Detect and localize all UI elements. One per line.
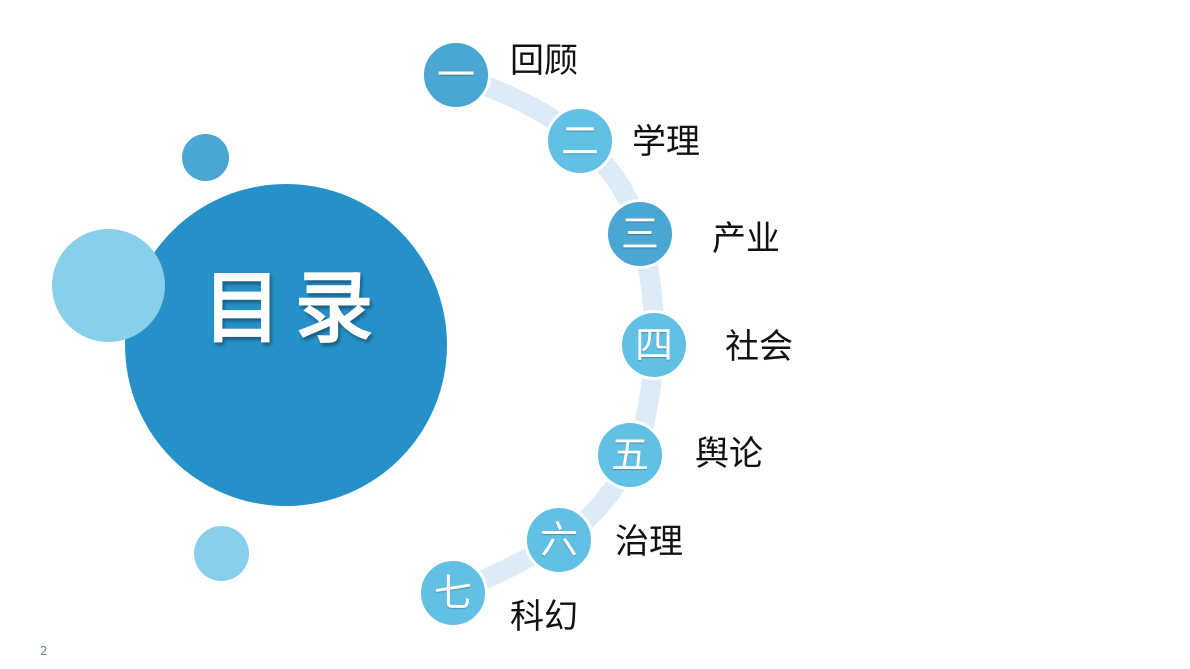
item-2-label[interactable]: 学理 bbox=[632, 122, 700, 162]
item-1-label[interactable]: 回顾 bbox=[510, 41, 578, 81]
small-circle-bottom bbox=[194, 526, 249, 581]
item-2-numeral: 二 bbox=[545, 106, 615, 176]
page-number: 2 bbox=[40, 644, 48, 658]
item-5-numeral: 五 bbox=[595, 420, 665, 490]
item-4-numeral: 四 bbox=[619, 310, 689, 380]
small-circle-top bbox=[182, 134, 229, 181]
item-4-label[interactable]: 社会 bbox=[725, 327, 793, 367]
pale-circle-left bbox=[52, 229, 165, 342]
item-3-label[interactable]: 产业 bbox=[712, 219, 780, 259]
page-title: 目录 bbox=[202, 264, 387, 354]
item-3-numeral: 三 bbox=[605, 199, 675, 269]
item-7-numeral: 七 bbox=[418, 558, 488, 628]
item-6-numeral: 六 bbox=[524, 505, 594, 575]
item-1-numeral: 一 bbox=[421, 40, 491, 110]
item-7-label[interactable]: 科幻 bbox=[510, 597, 578, 637]
main-circle bbox=[125, 184, 447, 506]
item-6-label[interactable]: 治理 bbox=[615, 522, 683, 562]
item-5-label[interactable]: 舆论 bbox=[695, 434, 763, 474]
